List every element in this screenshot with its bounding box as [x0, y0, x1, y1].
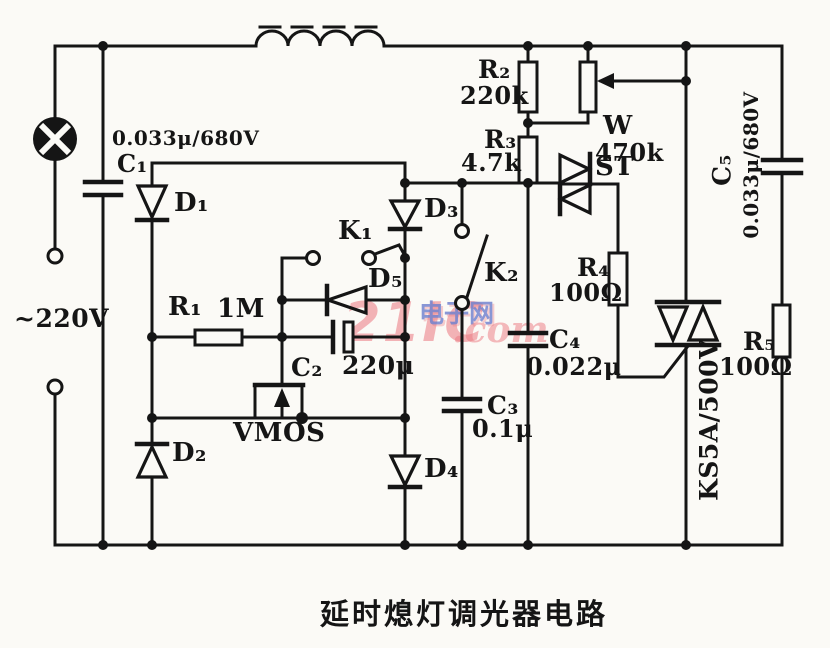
label-c5-value: 0.033μ/680V	[739, 91, 763, 239]
label-d1-name: D₁	[174, 188, 209, 218]
label-r4-value: 100Ω	[549, 278, 623, 307]
diagram-caption: 延时熄灯调光器电路	[320, 597, 609, 631]
label-d5-name: D₅	[368, 264, 403, 294]
mains-terminals	[46, 247, 64, 396]
label-c4-value: 0.022μ	[526, 352, 622, 381]
diode-d2-symbol	[134, 441, 170, 547]
label-r5-name: R₅	[743, 327, 776, 356]
label-st-name: ST	[595, 152, 635, 182]
capacitor-c5-symbol	[760, 157, 804, 176]
switch-k1-symbol	[280, 243, 408, 266]
resistor-r3-symbol	[517, 135, 539, 185]
label-r2-name: R₂	[478, 55, 511, 84]
label-d4-name: D₄	[424, 454, 459, 484]
power-rails	[53, 44, 784, 547]
label-r1-value: 1M	[217, 294, 265, 324]
capacitor-c1-symbol	[82, 44, 124, 547]
diode-d4-symbol	[387, 454, 423, 547]
label-d2-name: D₂	[172, 438, 207, 468]
capacitor-c4-symbol	[507, 181, 549, 547]
label-r3-name: R₃	[484, 125, 517, 154]
label-triac-type: KS5A/500V	[694, 339, 724, 501]
lamp-icon	[33, 117, 77, 161]
label-c2-value: 220μ	[342, 351, 415, 380]
label-vmos: VMOS	[233, 418, 326, 448]
label-r4-name: R₄	[577, 253, 610, 282]
inductor-symbol	[254, 25, 386, 48]
label-r2-value: 220k	[460, 81, 529, 110]
diac-st-symbol	[557, 151, 620, 255]
capacitor-c3-symbol	[441, 396, 483, 547]
label-w-value: 470k	[595, 138, 664, 167]
resistor-r4-symbol	[607, 251, 691, 379]
label-r3-value: 4.7k	[461, 148, 522, 177]
watermark-suffix: .com	[452, 309, 549, 351]
label-w-name: W	[603, 111, 633, 141]
label-c1-value: 0.033μ/680V	[112, 126, 260, 150]
diode-d3-symbol	[387, 161, 423, 458]
triac-symbol	[654, 44, 722, 547]
label-c3-name: C₃	[487, 391, 519, 420]
label-c4-name: C₄	[549, 325, 581, 354]
label-k2-name: K₂	[484, 258, 519, 288]
label-r1-name: R₁	[168, 292, 202, 322]
resistor-r5-symbol	[771, 303, 792, 359]
label-r5-value: 100Ω	[719, 352, 793, 381]
capacitor-c2-symbol	[330, 319, 407, 355]
label-d3-name: D₃	[424, 194, 459, 224]
label-mains-voltage: ~220V	[14, 304, 110, 333]
resistor-r2-symbol	[517, 44, 590, 139]
switch-k2-symbol	[454, 181, 489, 400]
potentiometer-w-symbol	[578, 44, 688, 125]
label-k1-name: K₁	[338, 216, 373, 246]
label-c3-value: 0.1μ	[472, 414, 534, 443]
label-c5-name: C₅	[707, 154, 737, 186]
junction-dots	[98, 41, 691, 550]
vmos-transistor-symbol	[150, 335, 407, 420]
resistor-r1-symbol	[150, 328, 335, 347]
label-c1-name: C₁	[117, 149, 148, 178]
label-c2-name: C₂	[291, 353, 323, 382]
